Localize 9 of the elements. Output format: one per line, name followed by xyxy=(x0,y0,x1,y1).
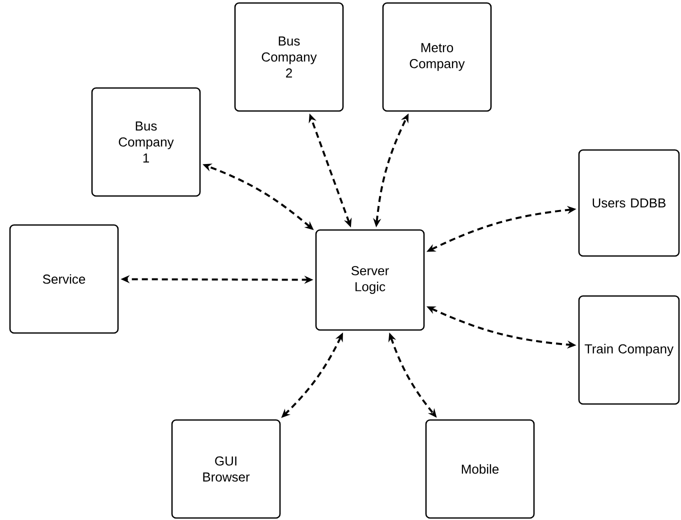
component-box: Users DDBB xyxy=(578,149,680,257)
component-box: Service xyxy=(9,224,119,334)
component-box: GUI Browser xyxy=(171,419,281,519)
component-box: Bus Company 2 xyxy=(234,2,344,112)
component-box: Mobile xyxy=(425,419,535,519)
component-box: Bus Company 1 xyxy=(91,87,201,197)
component-box: Server Logic xyxy=(315,229,425,331)
component-box: Train Company xyxy=(578,295,680,405)
component-box: Metro Company xyxy=(382,2,492,112)
